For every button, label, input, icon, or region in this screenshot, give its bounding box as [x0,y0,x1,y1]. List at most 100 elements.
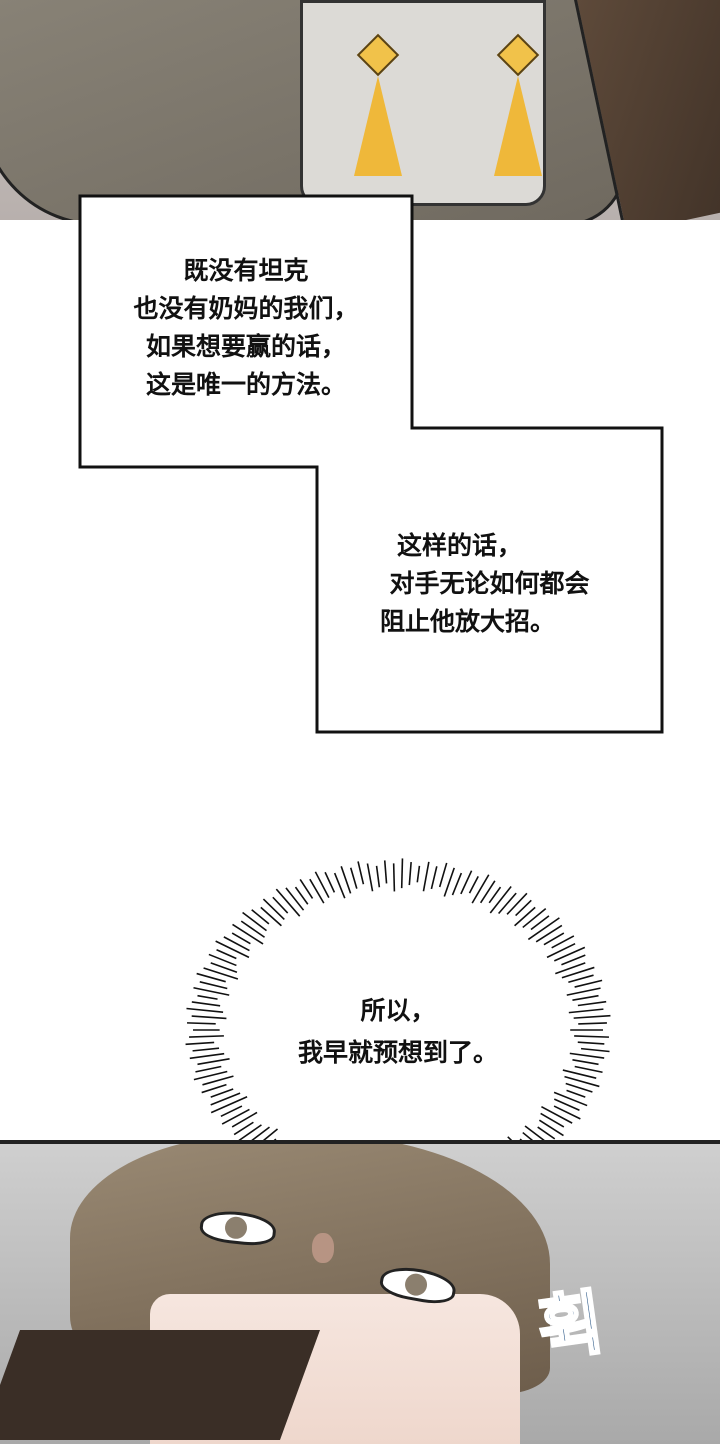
speed-line [572,994,599,1001]
speed-line [210,1088,234,1098]
speed-line [498,892,517,915]
speed-line [199,981,228,990]
speed-line [196,972,226,983]
speed-line [506,892,528,915]
speed-line [515,899,532,917]
speed-line [578,1022,607,1025]
speed-line [451,872,463,896]
speed-line [574,1035,609,1038]
caption-line: 也没有奶妈的我们， [133,294,359,323]
speed-line [294,886,309,905]
speed-line [471,874,490,904]
thought-line: 所以， [360,996,436,1025]
speed-line [489,886,512,914]
speed-line [535,924,563,943]
speed-line [400,858,404,889]
speed-line [366,863,374,892]
sound-effect: 휙 [532,1279,610,1372]
speed-line [333,872,346,899]
caption-line: 对手无论如何都会 [389,569,590,598]
speed-line [562,1069,597,1079]
speed-line [488,886,502,904]
speed-line [522,907,547,929]
speed-line [324,871,336,893]
speed-line [202,1075,234,1086]
tassel-ornament [354,33,402,176]
speed-line [236,1124,262,1143]
speed-line [186,1007,224,1014]
caption-line: 阻止他放大招。 [379,607,555,636]
speed-line [193,1070,228,1081]
speed-line [514,906,536,927]
speed-line [538,1119,564,1137]
speed-line [555,962,586,975]
speed-line [553,946,586,962]
speed-line [479,880,496,904]
thought-burst [185,858,611,1202]
speed-line [569,1052,605,1059]
speed-line [189,1035,224,1038]
speed-line [460,870,473,895]
speed-line [574,1065,603,1074]
speed-line [541,1105,573,1124]
speed-line [314,871,330,899]
thought-line: 我早就预想到了。 [297,1038,498,1067]
tassel-ornament [494,33,542,176]
caption-box-2: 这样的话， 对手无论如何都会 阻止他放大招。 [317,527,662,641]
speed-line [553,1105,581,1120]
speed-line [572,1059,599,1066]
speed-line [580,1047,610,1053]
speed-line [251,909,270,925]
character-coat [0,1330,321,1440]
speed-line [577,1041,605,1045]
speed-line [468,876,479,894]
speed-line [192,1047,220,1052]
speed-line [216,948,237,960]
speed-line [187,1022,216,1025]
speed-line [530,915,550,931]
speed-line [566,987,601,996]
caption-line: 这样的话， [396,531,522,560]
speed-line [215,940,250,959]
speed-line [210,1096,248,1114]
speed-line [193,986,230,996]
speed-line [574,979,603,988]
speed-line [210,962,238,974]
speed-line [233,1121,254,1136]
thought-text: 所以， 我早就预想到了。 [198,990,598,1074]
speed-line [191,1001,221,1007]
speed-line [260,906,282,927]
speed-line [416,865,421,883]
speed-line [537,1126,556,1140]
speed-line [577,1000,607,1007]
speed-line [309,878,325,904]
speed-line [546,942,576,959]
character-nose [312,1233,334,1263]
speed-line [561,966,595,979]
speed-line [392,863,396,892]
speed-line [272,896,289,914]
speed-line [191,1015,227,1020]
speed-line [262,898,285,920]
speed-line [527,917,560,941]
speed-line [568,1008,604,1014]
speed-line [240,920,265,938]
speed-line [408,861,412,886]
speed-line [553,1098,580,1112]
speed-line [231,1111,258,1128]
speed-line [185,1041,215,1046]
speed-line [375,865,381,888]
speed-line [564,1075,600,1088]
speed-line [551,935,575,949]
speed-line [242,911,267,932]
caption-line: 如果想要赢的话， [145,332,346,361]
speed-line [430,866,438,890]
speed-line [422,861,430,892]
caption-box-1: 既没有坦克 也没有奶妈的我们， 如果想要赢的话， 这是唯一的方法。 [80,252,412,404]
speed-line [561,954,586,966]
speed-line [540,1112,565,1128]
speed-line [568,974,594,984]
caption-line: 既没有坦克 [183,256,309,285]
speed-line [383,860,388,884]
